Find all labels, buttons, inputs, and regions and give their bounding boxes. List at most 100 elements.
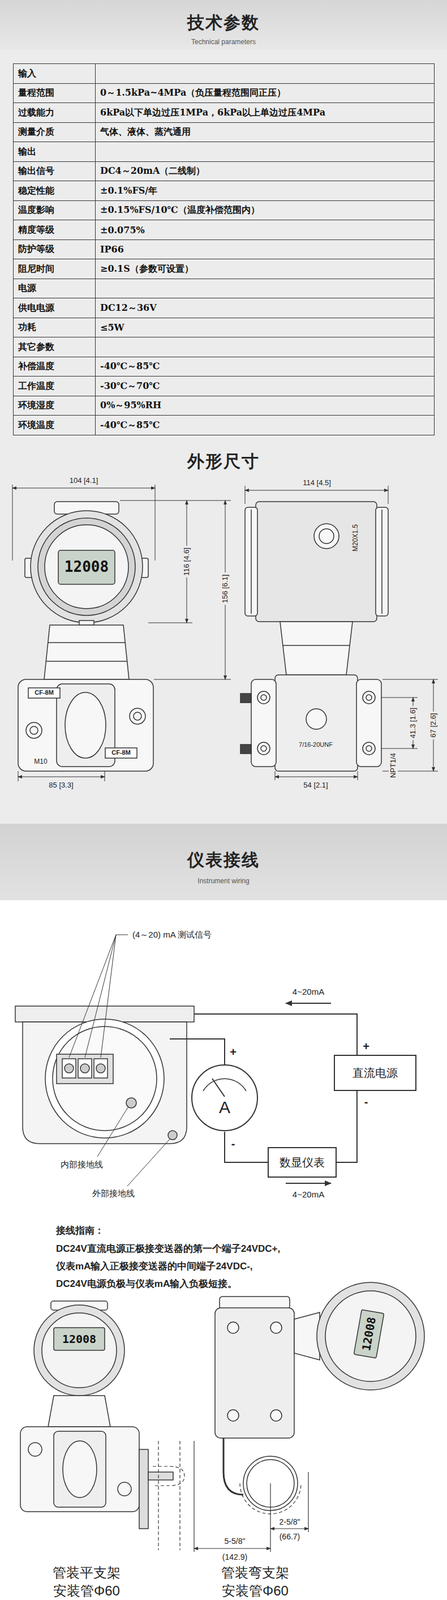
material-mark: CF-8M bbox=[111, 748, 131, 756]
table-cell bbox=[95, 336, 435, 358]
table-cell: 阻尼时间 bbox=[13, 258, 96, 279]
parameter-value: ±0.15%FS/10℃（温度补偿范围内） bbox=[100, 204, 260, 217]
dimension: 2-5/8" bbox=[277, 1516, 303, 1527]
rect-part bbox=[79, 620, 94, 625]
polarity-mark: - bbox=[231, 1136, 236, 1150]
display-reading: 12008 bbox=[64, 557, 109, 576]
circle-part bbox=[41, 1312, 117, 1387]
line-part bbox=[250, 509, 252, 614]
table-cell: 补偿温度 bbox=[13, 356, 96, 377]
parameter-name: 输出信号 bbox=[18, 165, 55, 178]
front-view bbox=[18, 501, 154, 771]
circle-part bbox=[37, 517, 136, 616]
circle-part bbox=[30, 510, 143, 623]
device-box: 直流电源 bbox=[333, 1054, 417, 1091]
callout: 外部接地线 bbox=[91, 1187, 136, 1198]
table-cell: ±0.15%FS/10℃（温度补偿范围内） bbox=[95, 200, 435, 221]
parameter-value: -40℃～85℃ bbox=[100, 419, 161, 432]
table-cell: 输出 bbox=[13, 141, 96, 162]
parameter-name: 过载能力 bbox=[18, 106, 55, 119]
line-part bbox=[357, 770, 359, 780]
rect-part bbox=[18, 678, 154, 771]
circle-part bbox=[316, 1281, 425, 1390]
table-cell: ±0.075% bbox=[95, 219, 435, 240]
line-part bbox=[45, 660, 128, 662]
parameter-name: 稳定性能 bbox=[18, 185, 55, 197]
rect-part bbox=[105, 747, 137, 758]
line-part bbox=[194, 1546, 271, 1548]
thread-mark: NPT1/4 bbox=[388, 750, 398, 780]
dimension-lines bbox=[12, 484, 438, 781]
circle-part bbox=[96, 1063, 106, 1073]
signal-label: 4~20mA bbox=[291, 986, 326, 997]
subtitle: Technical parameters bbox=[191, 37, 256, 46]
line-part bbox=[12, 487, 156, 489]
table-cell: 防护等级 bbox=[13, 239, 96, 260]
circle-part bbox=[257, 690, 270, 704]
bracket-dimensions bbox=[194, 1440, 309, 1551]
dimension: 156 [6.1] bbox=[220, 572, 230, 605]
circle-part bbox=[44, 524, 129, 609]
line-part bbox=[153, 678, 231, 680]
table-cell: 测量介质 bbox=[13, 122, 96, 143]
table-cell: DC4～20mA（二线制） bbox=[95, 161, 435, 182]
table-cell: -40℃～85℃ bbox=[95, 356, 435, 377]
parameter-value: 气体、液体、蒸汽通用 bbox=[100, 126, 191, 139]
leader-lines bbox=[69, 934, 170, 1186]
table-cell: 其它参数 bbox=[13, 336, 96, 358]
table-cell: 精度等级 bbox=[13, 219, 96, 240]
parameter-name: 环境湿度 bbox=[18, 399, 55, 412]
rect-part bbox=[93, 1058, 108, 1078]
circle-part bbox=[191, 1064, 258, 1130]
circle-part bbox=[64, 1063, 74, 1073]
section-heading: 输出 bbox=[18, 145, 37, 158]
parameter-name: 测量介质 bbox=[18, 126, 55, 139]
section-heading: 电源 bbox=[18, 282, 37, 295]
thread-mark: M20X1.5 bbox=[351, 522, 360, 553]
parameter-name: 环境温度 bbox=[18, 419, 55, 432]
circle-part bbox=[45, 1018, 165, 1138]
table-cell: ≤5W bbox=[95, 317, 435, 338]
ellipse-part bbox=[65, 692, 106, 758]
line-part bbox=[245, 485, 246, 504]
table-cell: 电源 bbox=[13, 278, 96, 299]
line-part bbox=[285, 1182, 332, 1184]
page-title: 技术参数 bbox=[187, 12, 260, 33]
table-cell bbox=[95, 141, 435, 162]
dimension: 116 [4.6] bbox=[182, 545, 192, 578]
parameter-name: 防护等级 bbox=[18, 243, 55, 256]
ellipse-part bbox=[62, 1440, 97, 1497]
side-view bbox=[240, 501, 389, 771]
line-part bbox=[155, 484, 156, 561]
dimension: (142.9) bbox=[220, 1551, 249, 1562]
section-heading: 其它参数 bbox=[18, 341, 55, 354]
line-part bbox=[157, 1440, 159, 1550]
circle-part bbox=[260, 694, 267, 700]
line-part bbox=[115, 934, 128, 935]
circle-part bbox=[314, 523, 339, 549]
rect-part bbox=[251, 678, 277, 767]
line-part bbox=[388, 485, 389, 504]
rect-part bbox=[53, 1430, 106, 1507]
line-part bbox=[18, 770, 19, 781]
bent-bracket-view bbox=[215, 1281, 425, 1510]
table-cell: -40℃～85℃ bbox=[95, 414, 435, 436]
circle-part bbox=[325, 1290, 416, 1381]
rect-part bbox=[240, 693, 252, 703]
parameter-name: 量程范围 bbox=[18, 87, 55, 100]
dimension: 104 [4.1] bbox=[67, 475, 101, 485]
line-part bbox=[307, 1471, 309, 1532]
parameter-name: 精度等级 bbox=[18, 224, 55, 236]
table-cell: 6kPa以下单边过压1MPa，6kPa以上单边过压4MPa bbox=[95, 102, 435, 123]
rect-part bbox=[215, 1307, 295, 1438]
table-cell: 功耗 bbox=[13, 317, 96, 338]
table-cell: 量程范围 bbox=[13, 83, 96, 103]
table-cell: 供电电源 bbox=[13, 297, 96, 318]
circle-part bbox=[52, 1025, 157, 1130]
circle-part bbox=[319, 528, 334, 544]
circle-part bbox=[29, 725, 38, 734]
table-cell: IP66 bbox=[95, 239, 435, 260]
parameter-name: 补偿温度 bbox=[18, 360, 55, 373]
line-part bbox=[274, 770, 276, 780]
